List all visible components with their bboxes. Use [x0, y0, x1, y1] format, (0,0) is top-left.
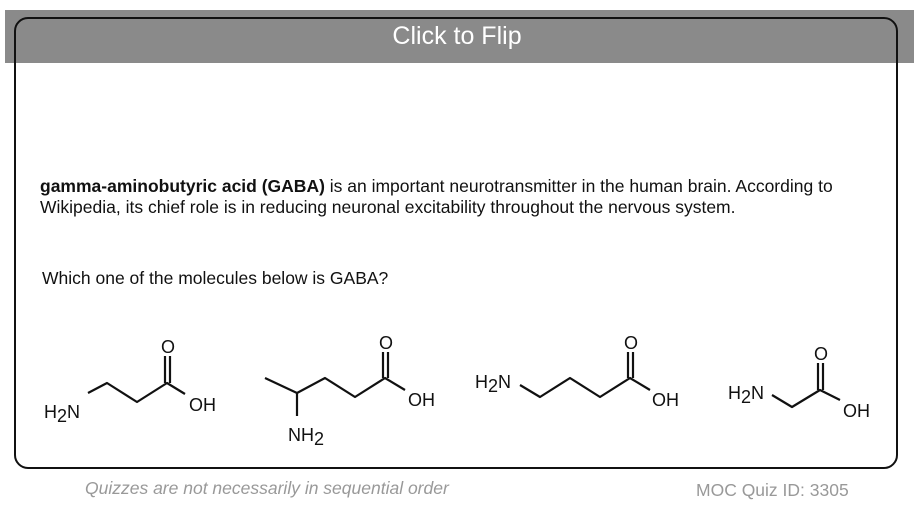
oxygen-label: O	[161, 337, 175, 357]
bond-chain	[519, 376, 651, 399]
oxygen-label: O	[379, 333, 393, 353]
hydroxyl-label: OH	[189, 395, 216, 415]
hydroxyl-label: OH	[408, 390, 435, 410]
molecule-option-2[interactable]: NH2 O OH	[264, 333, 435, 449]
quiz-id: MOC Quiz ID: 3305	[696, 480, 849, 500]
flashcard[interactable]	[14, 17, 898, 469]
question-intro: gamma-aminobutyric acid (GABA) is an imp…	[40, 176, 840, 218]
question-prompt: Which one of the molecules below is GABA…	[42, 268, 389, 288]
amine-label: H2N	[44, 402, 80, 426]
bond-chain	[87, 381, 186, 404]
hydroxyl-label: OH	[843, 401, 870, 421]
molecule-option-1[interactable]: H2N O OH	[44, 337, 216, 426]
bond-chain	[264, 376, 406, 399]
oxygen-label: O	[814, 344, 828, 364]
click-to-flip-button[interactable]: Click to Flip	[392, 22, 522, 50]
bond-chain	[771, 388, 841, 409]
gaba-term: gamma-aminobutyric acid (GABA)	[40, 176, 325, 196]
amine-label: NH2	[288, 425, 324, 449]
order-note: Quizzes are not necessarily in sequentia…	[85, 478, 449, 498]
molecule-option-4[interactable]: H2N O OH	[728, 344, 870, 421]
intro-text: is an important neurotransmitter in the …	[40, 176, 833, 217]
amine-label: H2N	[728, 383, 764, 407]
molecule-option-3[interactable]: H2N O OH	[475, 333, 679, 410]
hydroxyl-label: OH	[652, 390, 679, 410]
oxygen-label: O	[624, 333, 638, 353]
amine-label: H2N	[475, 372, 511, 396]
